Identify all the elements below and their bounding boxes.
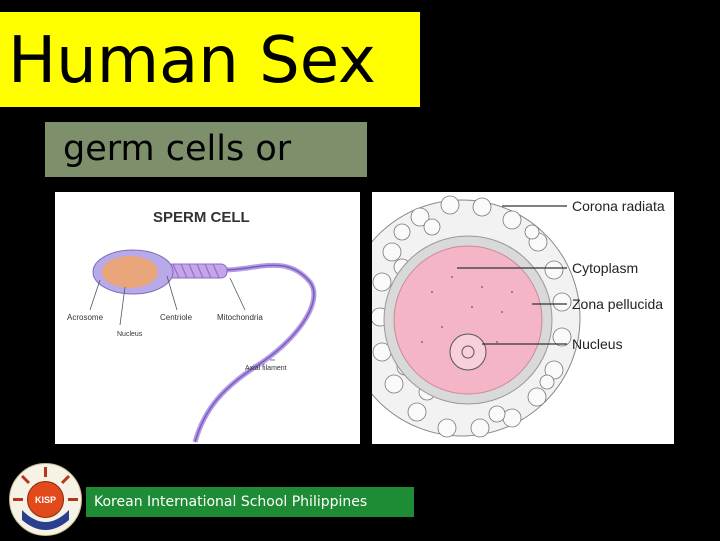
axial-filament-label: Axial filament bbox=[245, 365, 287, 372]
sperm-nucleus bbox=[102, 256, 158, 288]
nucleus-label: Nucleus bbox=[117, 331, 143, 338]
centriole-label: Centriole bbox=[160, 313, 193, 322]
acrosome-line bbox=[90, 280, 100, 310]
egg-nucleus-label: Nucleus bbox=[572, 336, 623, 352]
corona-radiata-label: Corona radiata bbox=[572, 198, 665, 214]
cytoplasm-label: Cytoplasm bbox=[572, 260, 638, 276]
sperm-tail bbox=[195, 265, 314, 442]
sperm-cell-illustration: SPERM CELL Acrosome Nucleus Centriole Mi… bbox=[55, 192, 360, 444]
slide-subtitle: germ cells or bbox=[63, 122, 291, 177]
footer-banner: Korean International School Philippines bbox=[86, 487, 414, 517]
title-box: Human Sex bbox=[0, 12, 420, 107]
slide-title: Human Sex bbox=[8, 14, 376, 109]
mitochondria-line bbox=[230, 278, 245, 310]
egg-nucleus bbox=[450, 334, 486, 370]
school-logo-icon: KISP bbox=[8, 462, 83, 537]
acrosome-label: Acrosome bbox=[67, 313, 104, 322]
zona-pellucida-label: Zona pellucida bbox=[572, 296, 663, 312]
school-name: Korean International School Philippines bbox=[94, 487, 367, 517]
mitochondria-label: Mitochondria bbox=[217, 313, 263, 322]
egg-cell-illustration: Corona radiata Cytoplasm Zona pellucida … bbox=[372, 192, 674, 444]
sperm-tail-core bbox=[195, 265, 314, 442]
sperm-cell-diagram: SPERM CELL Acrosome Nucleus Centriole Mi… bbox=[55, 192, 360, 444]
centriole-line bbox=[167, 276, 177, 310]
logo-text: KISP bbox=[35, 495, 56, 505]
egg-cell-diagram: Corona radiata Cytoplasm Zona pellucida … bbox=[372, 192, 674, 444]
school-logo-graphic: KISP bbox=[8, 462, 83, 537]
sperm-heading: SPERM CELL bbox=[153, 209, 250, 226]
subtitle-box: germ cells or bbox=[45, 122, 367, 177]
